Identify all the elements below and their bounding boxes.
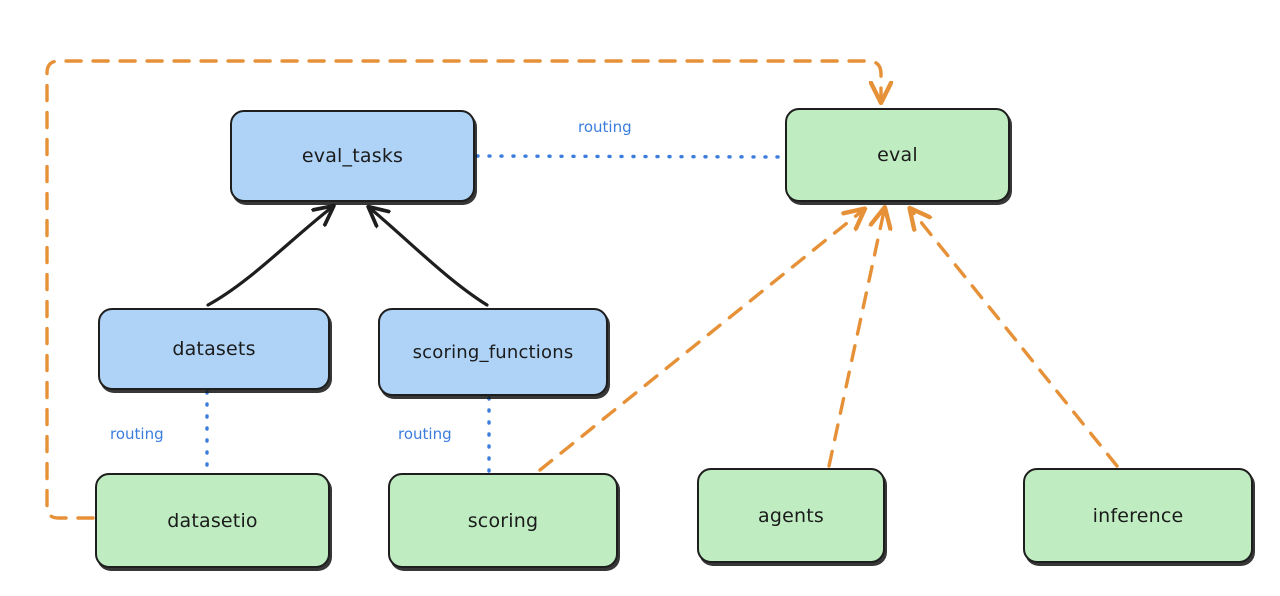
edge-label-routing-datasets-datasetio: routing [110,425,164,443]
edge-label-routing-eval-tasks-eval: routing [578,118,632,136]
node-datasetio[interactable]: datasetio [95,473,330,568]
node-datasets[interactable]: datasets [98,308,330,390]
node-label: scoring_functions [412,341,574,363]
edge-scoring-functions-to-eval-tasks [371,209,489,307]
edge-eval-tasks-to-eval [475,154,786,159]
node-label: scoring [467,509,539,532]
edge-label-routing-scoring-functions-scoring: routing [398,425,452,443]
node-inference[interactable]: inference [1023,468,1253,563]
node-eval[interactable]: eval [785,108,1010,202]
edge-agents-to-eval [827,211,884,468]
node-agents[interactable]: agents [697,468,885,563]
node-scoring-functions[interactable]: scoring_functions [378,308,608,396]
edge-inference-to-eval [912,211,1119,468]
node-label: agents [758,504,824,527]
node-label: eval_tasks [301,145,404,167]
node-label: eval [877,144,918,166]
node-eval-tasks[interactable]: eval_tasks [230,110,475,202]
node-scoring[interactable]: scoring [388,473,618,568]
edge-datasets-to-eval-tasks [206,208,331,307]
node-label: inference [1092,504,1184,527]
node-label: datasetio [167,509,258,532]
node-label: datasets [172,338,256,360]
